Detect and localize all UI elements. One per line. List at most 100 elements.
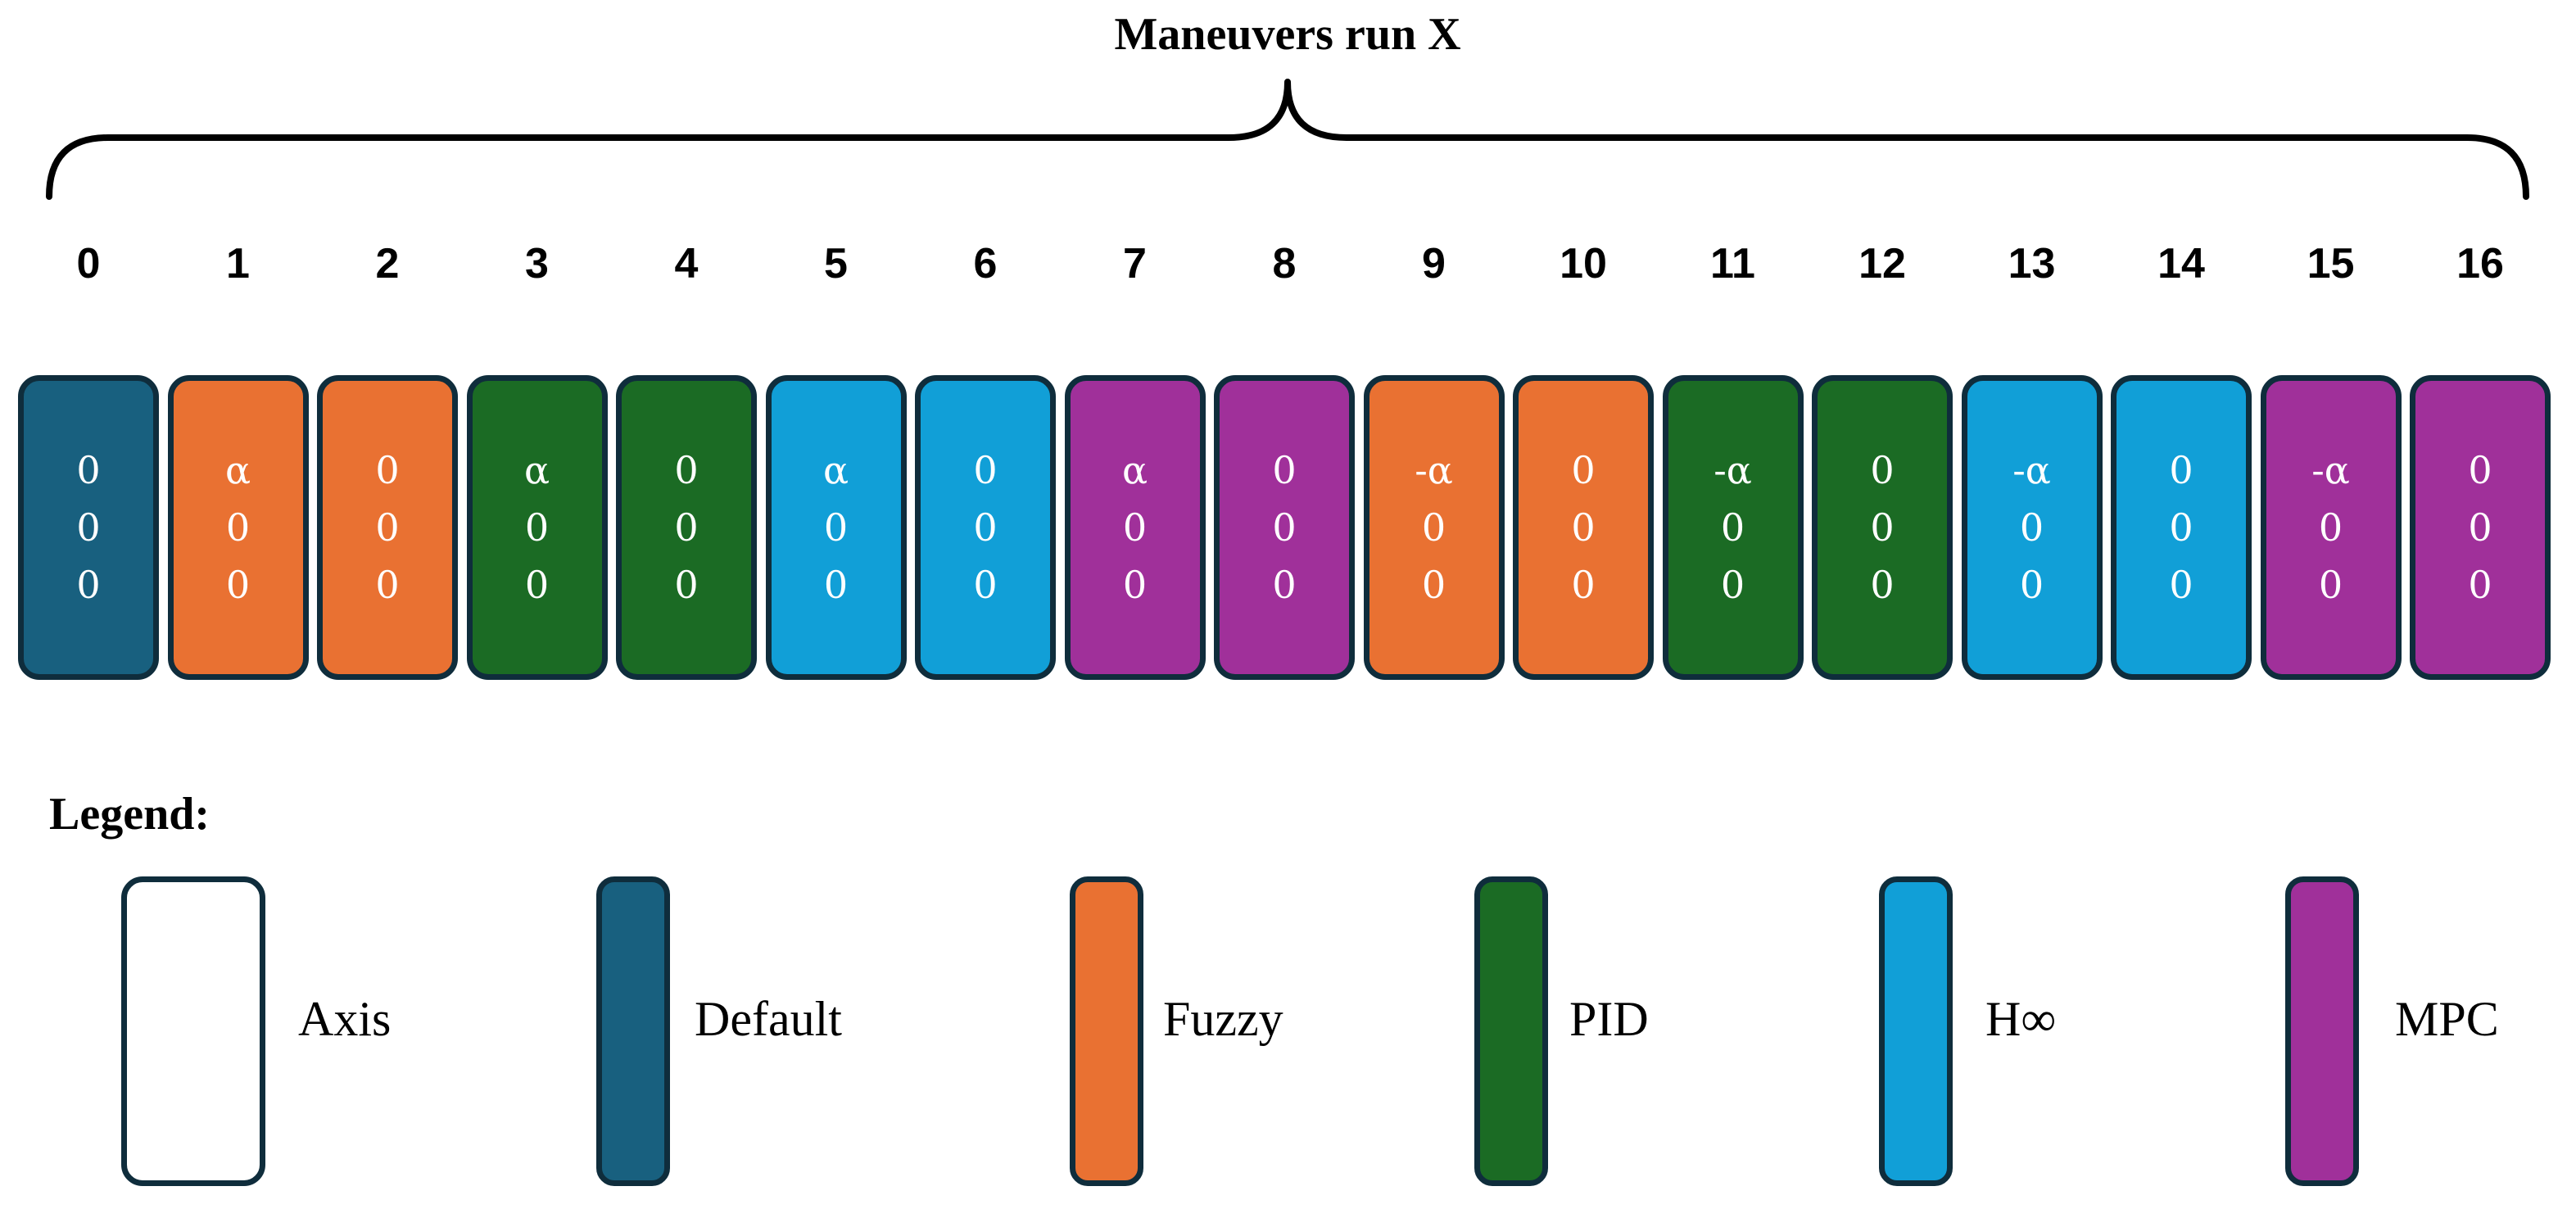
step-index-14: 14 — [2157, 240, 2205, 288]
step-2-x-value: 0 — [375, 448, 400, 492]
step-index-7: 7 — [1123, 240, 1147, 288]
step-2-z-value: 0 — [375, 563, 400, 607]
legend-swatch-fuzzy — [1070, 876, 1143, 1186]
step-3-z-value: 0 — [524, 563, 550, 607]
legend-label-fuzzy: Fuzzy — [1163, 992, 1283, 1046]
axis-x-label: X — [179, 952, 207, 996]
step-block-2: 0 0 0 — [317, 375, 458, 680]
step-6-y-value: 0 — [973, 505, 998, 550]
step-10-y-value: 0 — [1571, 505, 1596, 550]
step-14-x-value: 0 — [2169, 448, 2193, 492]
step-2-y-value: 0 — [375, 505, 400, 550]
step-15-y-value: 0 — [2318, 505, 2343, 550]
step-4-x-value: 0 — [674, 448, 699, 492]
step-block-6: 0 0 0 — [915, 375, 1056, 680]
step-0-x-value: 0 — [76, 448, 101, 492]
step-index-1: 1 — [226, 240, 250, 288]
step-9-z-value: 0 — [1421, 563, 1446, 607]
step-10-z-value: 0 — [1571, 563, 1596, 607]
step-1-z-value: 0 — [225, 563, 251, 607]
step-index-6: 6 — [973, 240, 998, 288]
step-12-y-value: 0 — [1870, 505, 1895, 550]
step-11-y-value: 0 — [1720, 505, 1745, 550]
step-index-4: 4 — [674, 240, 699, 288]
step-9-x-value: -α — [1415, 448, 1453, 492]
legend-label-mpc: MPC — [2395, 992, 2499, 1046]
step-16-z-value: 0 — [2468, 563, 2492, 607]
curly-brace — [46, 79, 2529, 200]
step-14-z-value: 0 — [2169, 563, 2193, 607]
step-4-z-value: 0 — [674, 563, 699, 607]
legend-swatch-pid — [1474, 876, 1548, 1186]
step-16-x-value: 0 — [2468, 448, 2492, 492]
step-index-5: 5 — [824, 240, 848, 288]
step-block-0: 0 0 0 — [18, 375, 159, 680]
legend-title: Legend: — [49, 789, 210, 840]
step-block-3: α 0 0 — [466, 375, 608, 680]
step-3-y-value: 0 — [524, 505, 550, 550]
step-12-z-value: 0 — [1870, 563, 1895, 607]
step-index-15: 15 — [2307, 240, 2355, 288]
legend-axis-block: X Y Z — [121, 876, 265, 1186]
step-4-y-value: 0 — [674, 505, 699, 550]
step-index-10: 10 — [1560, 240, 1607, 288]
step-8-x-value: 0 — [1272, 448, 1297, 492]
run-brace — [46, 79, 2529, 200]
step-15-x-value: -α — [2311, 448, 2350, 492]
step-12-x-value: 0 — [1870, 448, 1895, 492]
step-block-15: -α 0 0 — [2260, 375, 2402, 680]
legend-swatch-default — [596, 876, 670, 1186]
diagram-title: Maneuvers run X — [1114, 9, 1461, 60]
step-index-12: 12 — [1858, 240, 1906, 288]
legend-axis-label: Axis — [298, 992, 392, 1046]
step-6-z-value: 0 — [973, 563, 998, 607]
step-11-z-value: 0 — [1720, 563, 1745, 607]
axis-z-label: Z — [180, 1066, 206, 1111]
step-10-x-value: 0 — [1571, 448, 1596, 492]
step-1-x-value: α — [224, 448, 251, 492]
step-0-z-value: 0 — [76, 563, 101, 607]
step-index-13: 13 — [2008, 240, 2056, 288]
step-3-x-value: α — [523, 448, 550, 492]
step-15-z-value: 0 — [2318, 563, 2343, 607]
step-6-x-value: 0 — [973, 448, 998, 492]
step-block-4: 0 0 0 — [616, 375, 757, 680]
legend-swatch-mpc — [2285, 876, 2359, 1186]
step-5-y-value: 0 — [823, 505, 849, 550]
step-13-x-value: -α — [2012, 448, 2051, 492]
axis-y-label: Y — [180, 1009, 206, 1053]
step-index-16: 16 — [2456, 240, 2504, 288]
legend-swatch-hinf — [1879, 876, 1953, 1186]
step-block-14: 0 0 0 — [2111, 375, 2252, 680]
step-index-8: 8 — [1272, 240, 1297, 288]
step-5-x-value: α — [822, 448, 849, 492]
step-index-3: 3 — [525, 240, 549, 288]
step-7-x-value: α — [1121, 448, 1148, 492]
step-index-0: 0 — [76, 240, 101, 288]
step-block-7: α 0 0 — [1064, 375, 1206, 680]
step-index-9: 9 — [1422, 240, 1446, 288]
legend-label-hinf: H∞ — [1985, 992, 2057, 1046]
step-0-y-value: 0 — [76, 505, 101, 550]
step-8-y-value: 0 — [1272, 505, 1297, 550]
legend-label-default: Default — [695, 992, 842, 1046]
step-index-2: 2 — [375, 240, 400, 288]
step-index-11: 11 — [1710, 240, 1755, 288]
step-7-y-value: 0 — [1122, 505, 1148, 550]
step-13-z-value: 0 — [2019, 563, 2044, 607]
step-1-y-value: 0 — [225, 505, 251, 550]
step-11-x-value: -α — [1714, 448, 1752, 492]
step-block-11: -α 0 0 — [1662, 375, 1804, 680]
step-block-1: α 0 0 — [167, 375, 309, 680]
step-block-10: 0 0 0 — [1513, 375, 1654, 680]
step-block-9: -α 0 0 — [1363, 375, 1505, 680]
step-7-z-value: 0 — [1122, 563, 1148, 607]
legend-label-pid: PID — [1569, 992, 1649, 1046]
step-14-y-value: 0 — [2169, 505, 2193, 550]
step-block-12: 0 0 0 — [1812, 375, 1953, 680]
step-9-y-value: 0 — [1421, 505, 1446, 550]
